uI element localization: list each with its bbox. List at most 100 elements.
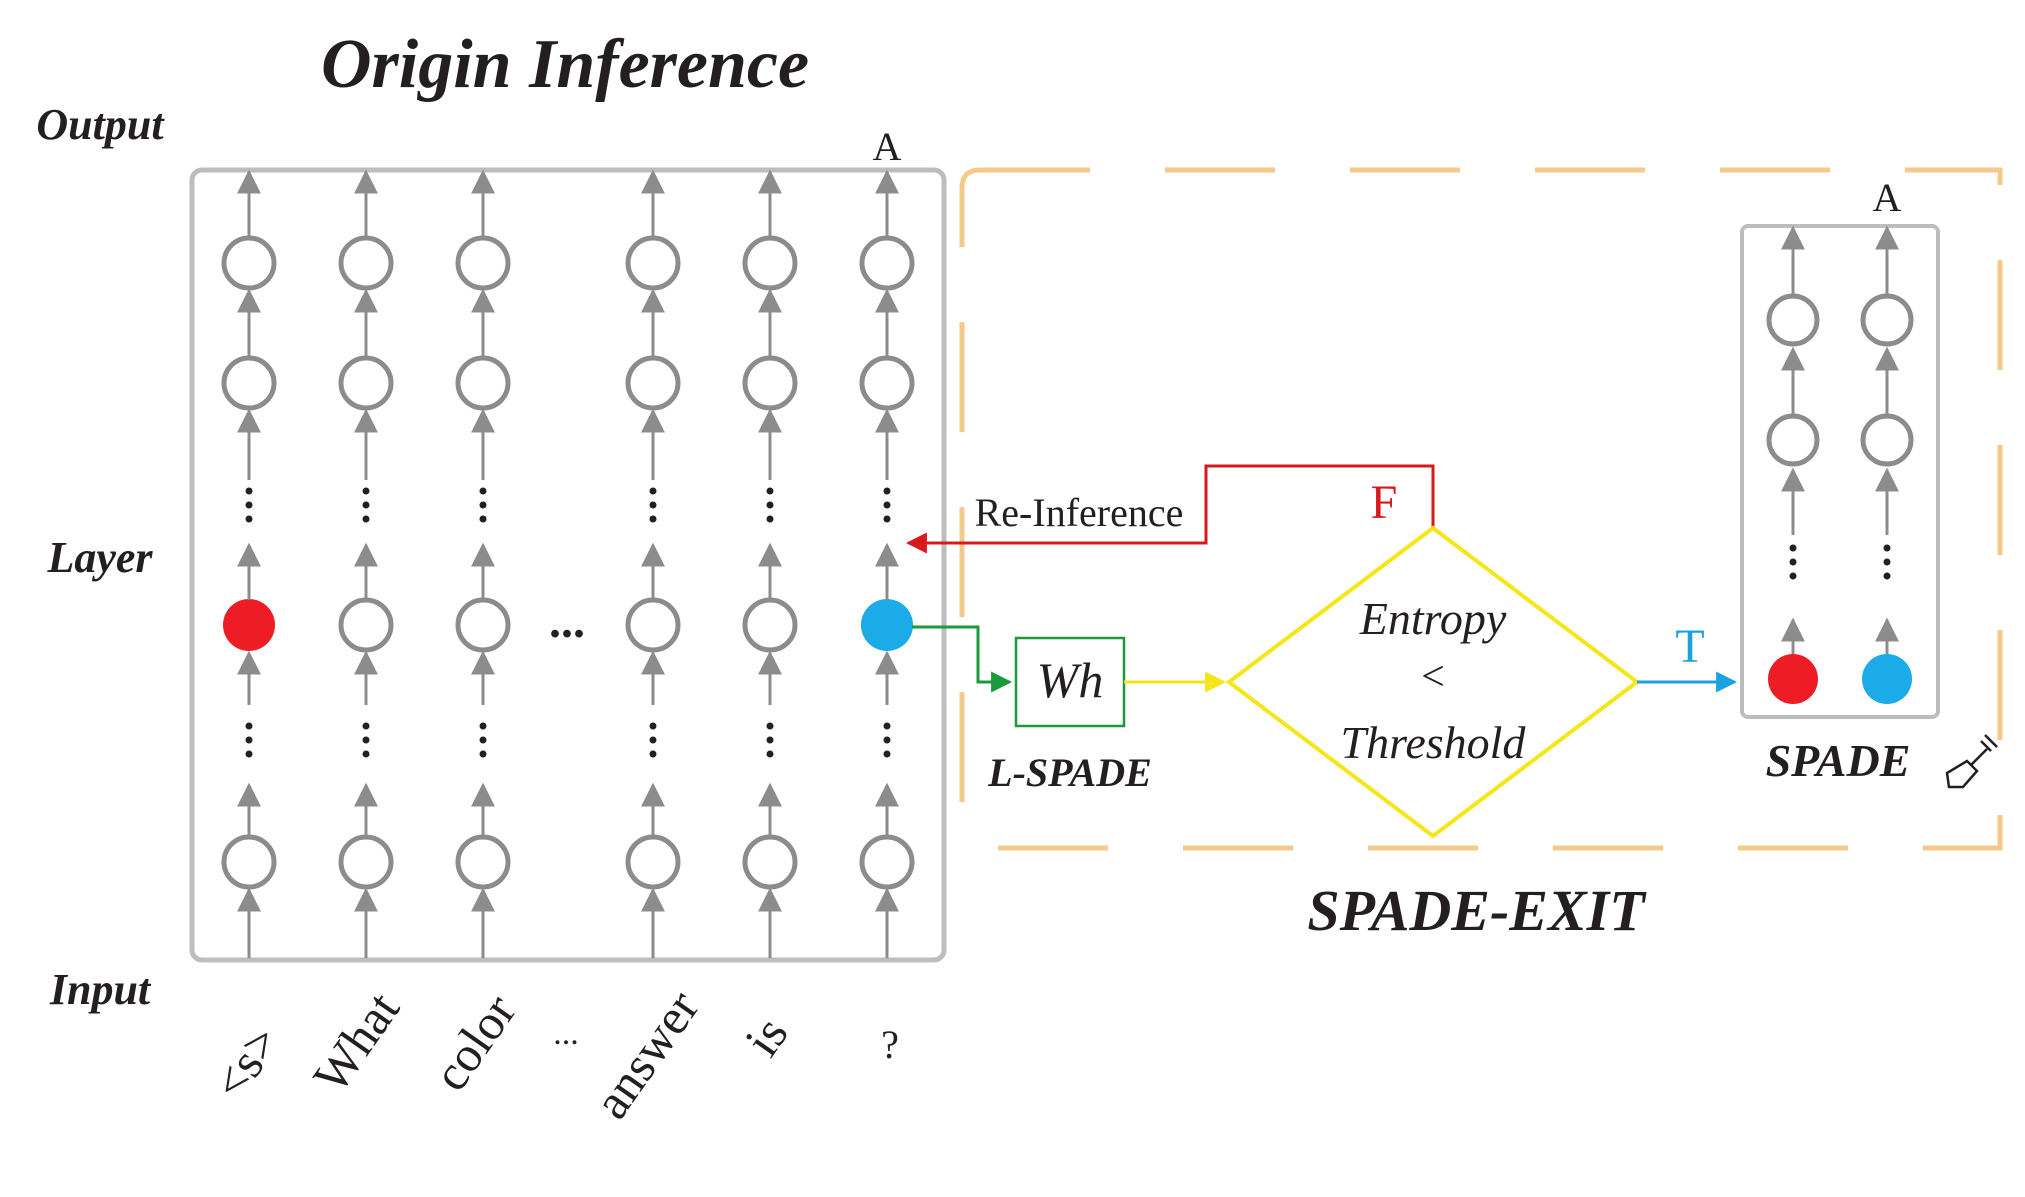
- spade-box: [1740, 224, 1940, 719]
- bottom-node-s: [221, 834, 277, 890]
- layer-node-color: [455, 597, 511, 653]
- l-spade-label: L-SPADE: [987, 750, 1152, 795]
- input-token-is: is: [734, 1007, 799, 1066]
- top-node-is: [742, 235, 798, 291]
- top-node-color: [455, 235, 511, 291]
- upper-vdots-s-1: [245, 501, 253, 509]
- output-row-label: Output: [36, 100, 165, 149]
- mid-node-question: [859, 355, 915, 411]
- top-node-what: [338, 235, 394, 291]
- shovel-icon: [1945, 734, 1998, 789]
- upper-vdots-is-0: [766, 487, 774, 495]
- bottom-node-color: [455, 834, 511, 890]
- main-output-token: A: [873, 124, 902, 169]
- column-ellipsis: ...: [549, 595, 585, 648]
- input-row-label: Input: [49, 965, 152, 1014]
- spade-columns: [1766, 225, 1914, 704]
- spade-mid-node-blue: [1860, 413, 1914, 467]
- lower-vdots-what-1: [362, 736, 370, 744]
- layer-node-is: [742, 597, 798, 653]
- blue-layer-node: [861, 599, 913, 651]
- lower-vdots-what-2: [362, 750, 370, 758]
- lower-vdots-s-0: [245, 722, 253, 730]
- mid-node-s: [221, 355, 277, 411]
- spade-exit-label: SPADE-EXIT: [1307, 878, 1647, 943]
- upper-vdots-what-1: [362, 501, 370, 509]
- spade-blue-node: [1862, 654, 1912, 704]
- upper-vdots-answer-2: [649, 515, 657, 523]
- upper-vdots-question-1: [883, 501, 891, 509]
- mid-node-answer: [625, 355, 681, 411]
- top-node-answer: [625, 235, 681, 291]
- bottom-node-what: [338, 834, 394, 890]
- upper-vdots-color-1: [479, 501, 487, 509]
- mid-node-what: [338, 355, 394, 411]
- mid-node-color: [455, 355, 511, 411]
- upper-vdots-answer-1: [649, 501, 657, 509]
- layer-node-what: [338, 597, 394, 653]
- false-branch-label: F: [1371, 476, 1398, 529]
- lower-vdots-is-2: [766, 750, 774, 758]
- decision-less-than: <: [1421, 654, 1445, 700]
- upper-vdots-question-0: [883, 487, 891, 495]
- lower-vdots-is-1: [766, 736, 774, 744]
- lower-vdots-color-1: [479, 736, 487, 744]
- top-node-s: [221, 235, 277, 291]
- true-branch-label: T: [1675, 620, 1704, 673]
- re-inference-arrow: [905, 464, 1435, 554]
- upper-vdots-is-2: [766, 515, 774, 523]
- input-token-color: color: [422, 984, 527, 1101]
- upper-vdots-is-1: [766, 501, 774, 509]
- layer-node-answer: [625, 597, 681, 653]
- upper-vdots-color-0: [479, 487, 487, 495]
- wh-label: Wh: [1037, 652, 1104, 708]
- input-token-ellipsis: ...: [553, 1015, 579, 1052]
- input-token-answer: answer: [583, 980, 710, 1128]
- mid-node-is: [742, 355, 798, 411]
- lower-vdots-s-1: [245, 736, 253, 744]
- spade-label: SPADE: [1766, 735, 1911, 786]
- lower-vdots-what-0: [362, 722, 370, 730]
- re-inference-label: Re-Inference: [975, 490, 1184, 535]
- decision-threshold: Threshold: [1341, 717, 1527, 768]
- lower-vdots-question-0: [883, 722, 891, 730]
- red-layer-node: [223, 599, 275, 651]
- upper-vdots-s-0: [245, 487, 253, 495]
- lower-vdots-color-0: [479, 722, 487, 730]
- spade-exit-dashed-border: [959, 167, 2003, 851]
- spade-top-node-red: [1766, 293, 1820, 347]
- top-node-question: [859, 235, 915, 291]
- lower-vdots-s-2: [245, 750, 253, 758]
- lower-vdots-answer-1: [649, 736, 657, 744]
- upper-vdots-s-2: [245, 515, 253, 523]
- layer-row-label: Layer: [46, 533, 153, 582]
- upper-vdots-color-2: [479, 515, 487, 523]
- bottom-node-question: [859, 834, 915, 890]
- diagram-title: Origin Inference: [321, 26, 809, 103]
- spade-vdots-blue-1: [1883, 558, 1891, 566]
- spade-vdots-red-1: [1789, 558, 1797, 566]
- lower-vdots-is-0: [766, 722, 774, 730]
- green-arrow: [912, 625, 1013, 693]
- spade-top-node-blue: [1860, 293, 1914, 347]
- bottom-node-answer: [625, 834, 681, 890]
- lower-vdots-question-1: [883, 736, 891, 744]
- spade-vdots-blue-0: [1883, 544, 1891, 552]
- lower-vdots-answer-0: [649, 722, 657, 730]
- input-token-what: What: [302, 982, 410, 1103]
- decision-diamond: [1225, 525, 1641, 839]
- decision-entropy: Entropy: [1359, 593, 1507, 644]
- spade-red-node: [1768, 654, 1818, 704]
- upper-vdots-question-2: [883, 515, 891, 523]
- origin-inference-box: [189, 167, 947, 963]
- upper-vdots-answer-0: [649, 487, 657, 495]
- spade-output-token: A: [1873, 175, 1902, 220]
- spade-vdots-red-2: [1789, 572, 1797, 580]
- lower-vdots-color-2: [479, 750, 487, 758]
- spade-vdots-blue-2: [1883, 572, 1891, 580]
- input-token-s: <s>: [201, 1015, 290, 1109]
- input-token-question: ?: [881, 1022, 899, 1067]
- upper-vdots-what-2: [362, 515, 370, 523]
- spade-vdots-red-0: [1789, 544, 1797, 552]
